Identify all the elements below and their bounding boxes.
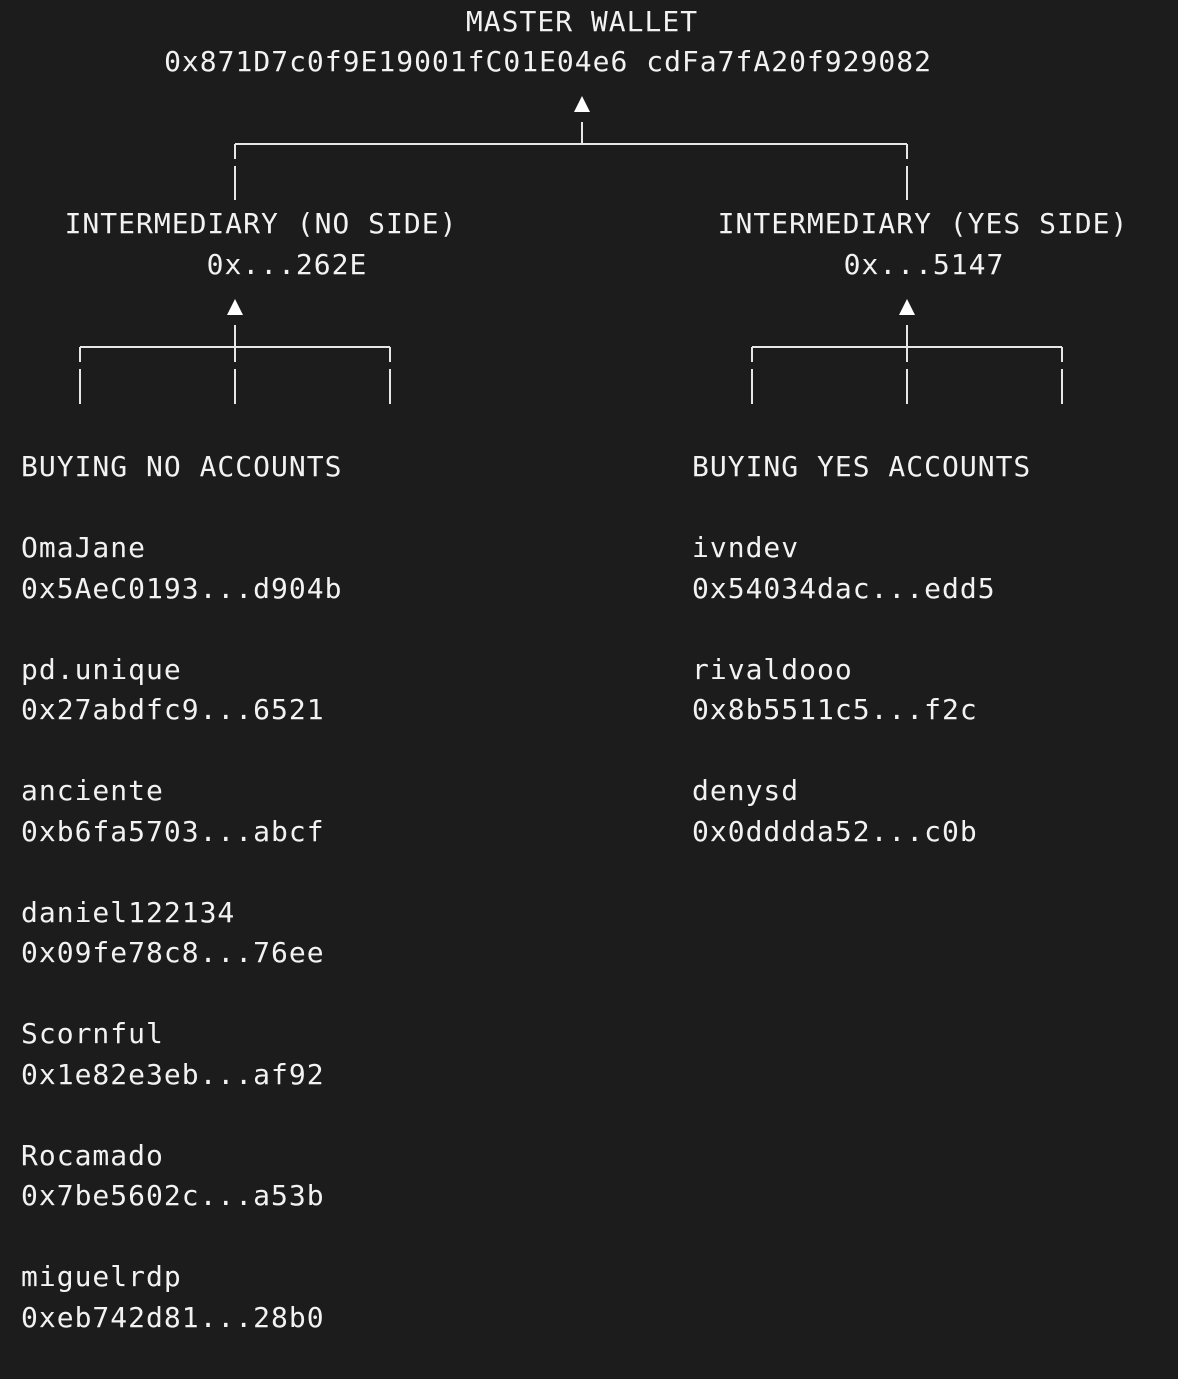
list-item: OmaJane 0x5AeC0193...d904b xyxy=(21,528,342,650)
wallet-tree-diagram: { "master": { "title": "MASTER WALLET", … xyxy=(21,5,1129,1334)
no-side-arrow xyxy=(227,299,243,315)
account-address: 0x7be5602c...a53b xyxy=(21,1179,325,1212)
account-address: 0x5AeC0193...d904b xyxy=(21,571,343,605)
account-name: anciente xyxy=(21,774,164,807)
master-wallet-title: MASTER WALLET xyxy=(465,5,699,38)
intermediary-yes-label: INTERMEDIARY (YES SIDE) xyxy=(717,207,1129,240)
account-address: 0xeb742d81...28b0 xyxy=(21,1300,325,1334)
list-item: rivaldooo 0x8b5511c5...f2c xyxy=(692,650,996,772)
account-name: ivndev xyxy=(692,531,800,564)
list-item: denysd 0x0dddda52...c0b xyxy=(692,771,996,893)
account-address: 0x1e82e3eb...af92 xyxy=(21,1057,325,1091)
account-address: 0x0dddda52...c0b xyxy=(692,814,978,848)
account-name: Scornful xyxy=(21,1017,164,1050)
intermediary-yes-address: 0x...5147 xyxy=(843,248,1005,281)
account-name: pd.unique xyxy=(21,652,182,686)
list-item: Scornful 0x1e82e3eb...af92 xyxy=(21,1014,342,1136)
account-name: Rocamado xyxy=(21,1138,164,1172)
account-name: daniel122134 xyxy=(21,895,236,929)
list-item: anciente 0xb6fa5703...abcf xyxy=(21,771,342,893)
account-address: 0xb6fa5703...abcf xyxy=(21,814,325,848)
account-address: 0x27abdfc9...6521 xyxy=(21,693,325,726)
account-name: denysd xyxy=(692,774,800,807)
buying-yes-title: BUYING YES ACCOUNTS xyxy=(692,450,1032,483)
master-arrow xyxy=(574,96,590,112)
no-accounts-list: OmaJane 0x5AeC0193...d904b pd.unique 0x2… xyxy=(21,528,342,1379)
list-item: pd.unique 0x27abdfc9...6521 xyxy=(21,650,342,772)
yes-side-arrow xyxy=(899,299,915,315)
master-wallet-address: 0x871D7c0f9E19001fC01E04e6 cdFa7fA20f929… xyxy=(164,45,932,78)
connector-lines xyxy=(79,96,1063,404)
yes-accounts-list: ivndev 0x54034dac...edd5 rivaldooo 0x8b5… xyxy=(692,528,996,893)
intermediary-no-address: 0x...262E xyxy=(206,248,368,281)
account-address: 0x54034dac...edd5 xyxy=(692,571,996,605)
list-item: ivndev 0x54034dac...edd5 xyxy=(692,528,996,650)
account-name: OmaJane xyxy=(21,531,147,564)
account-address: 0x8b5511c5...f2c xyxy=(692,693,978,726)
list-item: Rocamado 0x7be5602c...a53b xyxy=(21,1136,342,1258)
list-item: miguelrdp 0xeb742d81...28b0 xyxy=(21,1257,342,1379)
intermediary-no-label: INTERMEDIARY (NO SIDE) xyxy=(64,207,458,240)
list-item: daniel122134 0x09fe78c8...76ee xyxy=(21,893,342,1015)
account-name: rivaldooo xyxy=(692,652,853,686)
account-name: miguelrdp xyxy=(21,1260,182,1293)
account-address: 0x09fe78c8...76ee xyxy=(21,936,325,969)
buying-no-title: BUYING NO ACCOUNTS xyxy=(21,450,343,483)
